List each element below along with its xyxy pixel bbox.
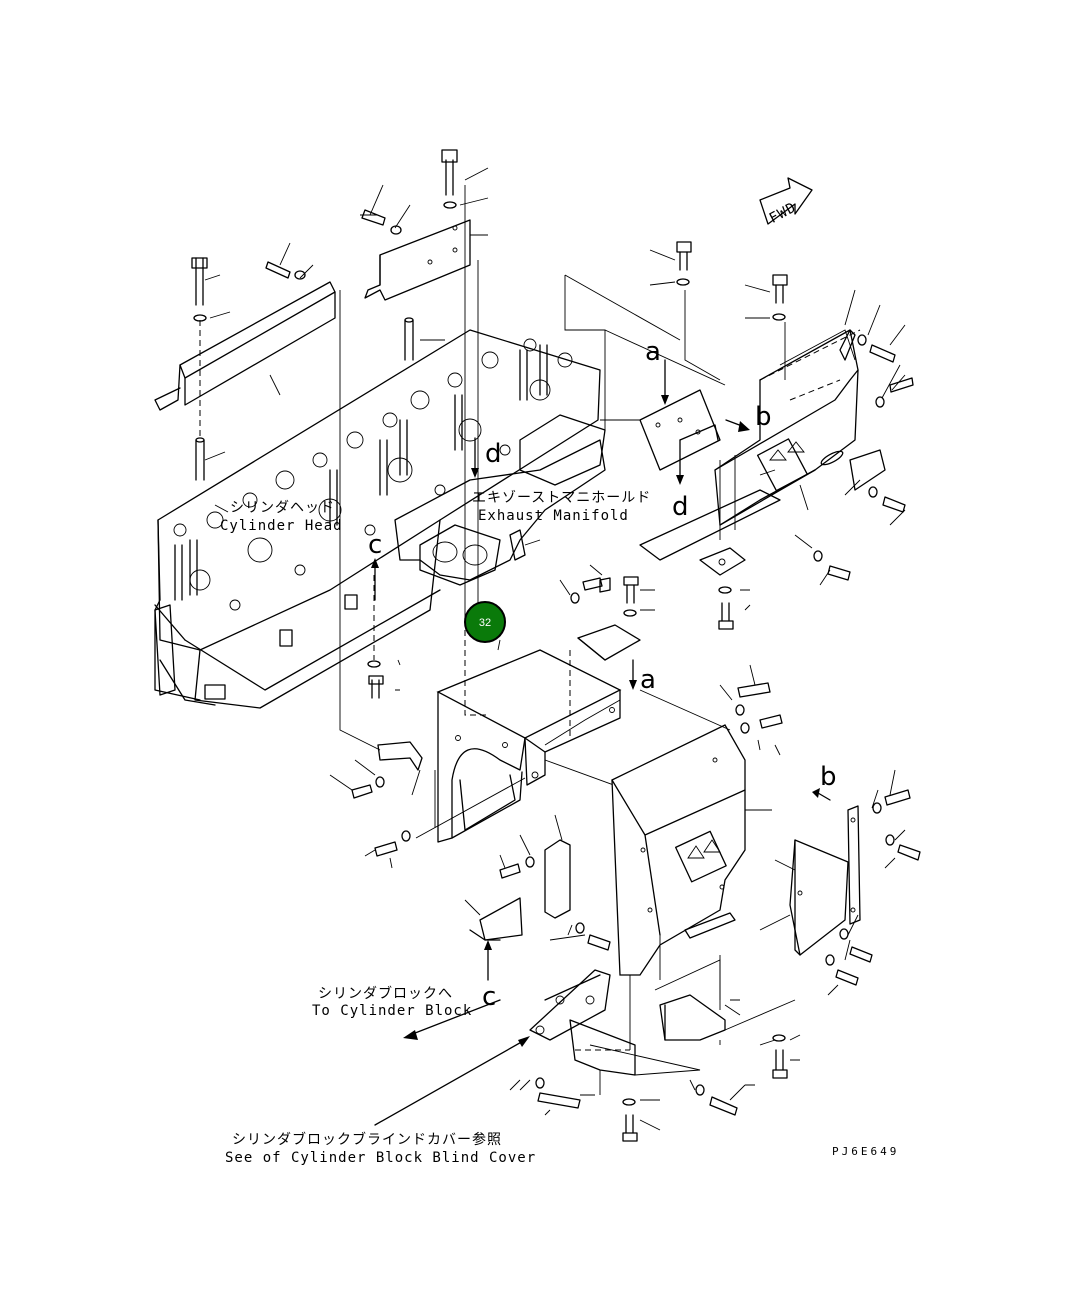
view-letter-a: a xyxy=(640,665,656,695)
to-cylinder-block-label-jp: シリンダブロックへ xyxy=(318,985,453,1002)
view-letter-a: a xyxy=(645,337,661,367)
view-letter-d: d xyxy=(672,492,689,522)
part-callout-32[interactable]: 32 xyxy=(464,601,506,643)
callout-circle[interactable] xyxy=(464,601,506,643)
guide-line xyxy=(564,274,726,421)
exhaust-manifold-label-en: Exhaust Manifold xyxy=(478,508,629,524)
center-box-cover xyxy=(436,620,656,843)
exhaust-manifold-label-jp: エキゾーストマニホールド xyxy=(472,490,651,506)
side-plate xyxy=(544,689,772,1050)
view-arrows xyxy=(371,359,831,1126)
drawing-code: PJ6E649 xyxy=(832,1145,899,1158)
small-brackets xyxy=(329,575,611,951)
guide-line xyxy=(464,185,479,620)
to-cylinder-block-label-en: To Cylinder Block xyxy=(312,1003,472,1019)
view-letter-b: b xyxy=(755,402,772,432)
callout-number: 32 xyxy=(479,617,491,629)
view-letter-c: c xyxy=(368,530,382,560)
view-letter-b: b xyxy=(820,762,837,792)
exhaust-manifold xyxy=(394,414,606,586)
guide-line xyxy=(564,275,606,430)
guide-line xyxy=(339,290,381,751)
upper-left-bracket xyxy=(154,257,336,481)
fwd-label: FWD xyxy=(767,200,799,227)
cylinder-head-label-en: Cylinder Head xyxy=(220,518,343,534)
view-letter-c: c xyxy=(482,982,496,1012)
blind-cover-label-jp: シリンダブロックブラインドカバー参照 xyxy=(232,1131,502,1148)
view-letter-d: d xyxy=(485,439,502,469)
bracket-b xyxy=(759,769,921,996)
upper-right-cover xyxy=(639,241,914,586)
bracket-a xyxy=(559,564,783,756)
leader-line xyxy=(214,504,541,651)
fwd-indicator: FWD xyxy=(759,177,813,227)
cylinder-head-label-jp: シリンダヘッド xyxy=(230,500,335,516)
blind-cover-label-en: See of Cylinder Block Blind Cover xyxy=(225,1150,536,1166)
lower-brackets xyxy=(509,959,801,1142)
upper-middle-bracket xyxy=(265,149,489,361)
cylinder-head xyxy=(154,329,601,709)
